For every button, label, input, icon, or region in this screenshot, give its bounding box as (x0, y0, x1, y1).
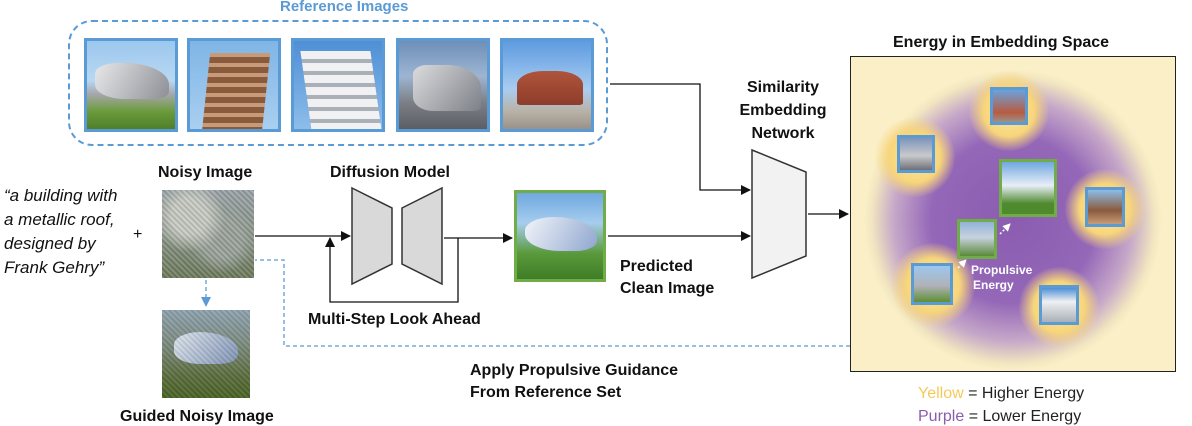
prompt-line-4: Frank Gehry” (4, 258, 105, 277)
embedded-reference-1 (911, 263, 953, 305)
propulsive-label-line-1: Propulsive (971, 263, 1033, 277)
legend-yellow-text: = Higher Energy (963, 385, 1085, 402)
legend-purple-word: Purple (918, 408, 965, 425)
energy-embedding-panel: Propulsive Energy (850, 56, 1176, 372)
reference-images-title: Reference Images (280, 0, 409, 15)
prompt-line-3: designed by (4, 234, 96, 253)
diffusion-model-label: Diffusion Model (330, 164, 450, 181)
predicted-clean-image-label: Predicted Clean Image (620, 256, 714, 300)
embedded-reference-5 (990, 87, 1028, 125)
multi-step-look-ahead-label: Multi-Step Look Ahead (308, 311, 481, 328)
guidance-label-line-2: From Reference Set (470, 384, 622, 401)
similarity-label-line-3: Network (751, 125, 815, 142)
energy-space-title: Energy in Embedding Space (893, 34, 1110, 51)
similarity-label-line-2: Embedding (739, 102, 827, 119)
propulsive-label-line-2: Energy (973, 278, 1014, 292)
diffusion-decoder-shape (401, 186, 443, 286)
predicted-label-line-1: Predicted (620, 258, 693, 275)
legend-higher-energy: Yellow = Higher Energy (918, 385, 1084, 403)
predicted-label-line-2: Clean Image (620, 280, 715, 297)
embedded-reference-2 (1085, 187, 1125, 227)
arrow-look-ahead-loop (325, 237, 459, 303)
propulsive-energy-label: Propulsive Energy (971, 263, 1032, 293)
predicted-clean-image (514, 190, 606, 282)
similarity-network-shape (751, 148, 807, 280)
legend-purple-text: = Lower Energy (964, 408, 1082, 425)
legend-yellow-word: Yellow (918, 385, 964, 402)
noisy-image (162, 190, 254, 278)
similarity-label-line-1: Similarity (746, 79, 820, 96)
guided-noisy-image (162, 310, 250, 398)
propulsive-guidance-label: Apply Propulsive Guidance From Reference… (470, 360, 678, 404)
reference-image-5 (500, 38, 594, 132)
embedded-reference-4 (897, 135, 935, 173)
reference-images-group (68, 20, 608, 146)
legend-lower-energy: Purple = Lower Energy (918, 408, 1081, 426)
plus-sign: + (133, 226, 143, 243)
guided-noisy-image-label: Guided Noisy Image (120, 408, 274, 425)
reference-image-2 (187, 38, 281, 132)
prompt-line-2: a metallic roof, (4, 210, 115, 229)
similarity-network-label: Similarity Embedding Network (738, 76, 828, 145)
text-prompt: “a building with a metallic roof, design… (4, 184, 117, 280)
embedded-reference-3 (1039, 285, 1079, 325)
prompt-line-1: “a building with (4, 186, 118, 205)
guidance-dashed-path (255, 259, 850, 347)
reference-image-1 (84, 38, 178, 132)
propulsive-arrow-1 (957, 259, 967, 269)
reference-image-3 (291, 38, 385, 132)
propulsive-arrow-2 (999, 223, 1011, 235)
noisy-image-label: Noisy Image (158, 164, 253, 181)
embedded-predicted-image-end (999, 159, 1057, 217)
embedded-predicted-image-start (957, 219, 997, 259)
guidance-label-line-1: Apply Propulsive Guidance (470, 362, 679, 379)
reference-image-4 (396, 38, 490, 132)
diffusion-encoder-shape (351, 186, 393, 286)
arrow-references-to-similarity (610, 83, 751, 195)
